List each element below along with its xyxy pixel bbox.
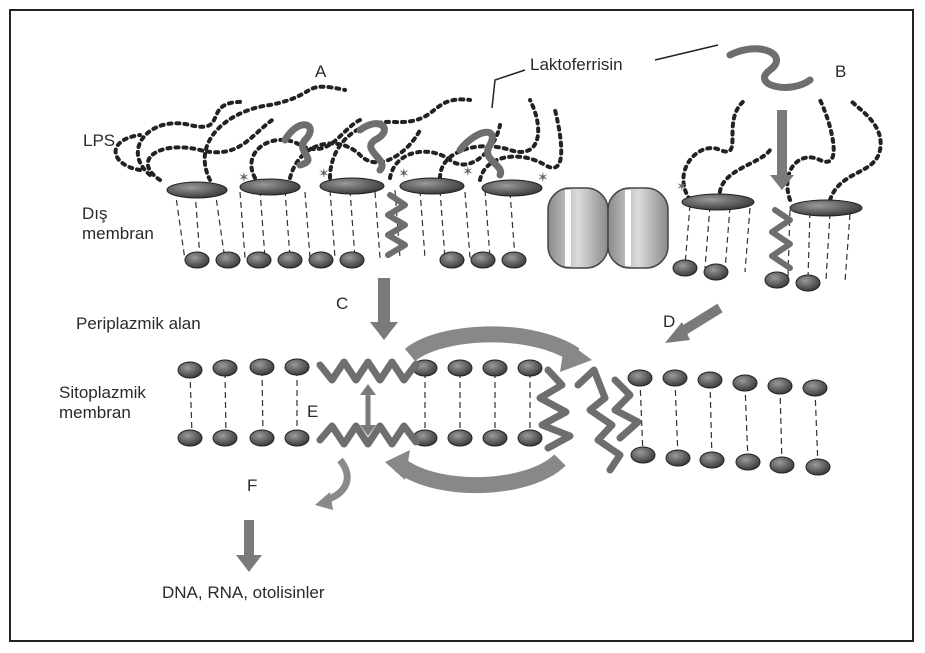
svg-text:✶: ✶ bbox=[537, 170, 549, 186]
label-dis-membran: Dış membran bbox=[82, 204, 154, 243]
label-c: C bbox=[336, 294, 348, 314]
label-lps: LPS bbox=[83, 131, 115, 151]
label-f: F bbox=[247, 476, 257, 496]
arrows bbox=[236, 45, 794, 572]
cytoplasmic-membrane bbox=[178, 359, 830, 475]
label-sitoplazmik-line1: Sitoplazmik bbox=[59, 383, 146, 403]
svg-text:✶: ✶ bbox=[398, 166, 410, 182]
label-periplazmik-alan: Periplazmik alan bbox=[76, 314, 201, 334]
porin-channel bbox=[548, 188, 668, 268]
label-laktoferrisin: Laktoferrisin bbox=[530, 55, 623, 75]
label-sitoplazmik-membran: Sitoplazmik membran bbox=[59, 383, 146, 422]
svg-text:✶: ✶ bbox=[462, 164, 474, 180]
label-d: D bbox=[663, 312, 675, 332]
label-e: E bbox=[307, 402, 318, 422]
svg-text:✶: ✶ bbox=[676, 179, 688, 195]
label-sitoplazmik-line2: membran bbox=[59, 403, 146, 423]
label-output: DNA, RNA, otolisinler bbox=[162, 583, 325, 603]
label-b: B bbox=[835, 62, 846, 82]
svg-text:✶: ✶ bbox=[318, 166, 330, 182]
outer-membrane-left bbox=[167, 178, 542, 268]
label-dis-membran-line2: membran bbox=[82, 224, 154, 244]
outer-membrane-right bbox=[673, 194, 862, 291]
label-dis-membran-line1: Dış bbox=[82, 204, 154, 224]
label-a: A bbox=[315, 62, 326, 82]
